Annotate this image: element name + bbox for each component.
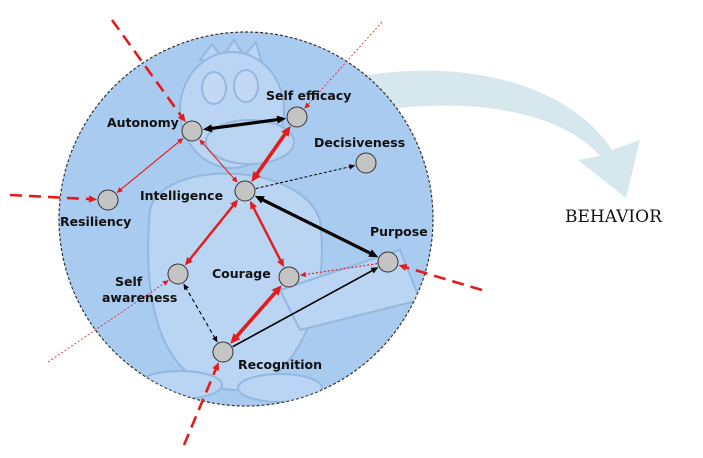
edge-autonomy-self_efficacy — [208, 117, 281, 131]
node-self-awareness — [167, 263, 189, 285]
external-input-autonomy — [110, 19, 184, 119]
external-arrowhead-self_efficacy — [304, 102, 311, 109]
edge-autonomy-intelligence — [201, 141, 236, 181]
external-input-resiliency — [9, 193, 93, 201]
label-resiliency: Resiliency — [60, 214, 131, 229]
label-courage: Courage — [212, 266, 271, 281]
arrowhead-intelligence — [254, 195, 265, 204]
external-input-purpose — [402, 265, 483, 292]
external-arrowhead-resiliency — [88, 195, 98, 203]
nodes — [97, 106, 399, 363]
edge-intelligence-self_awareness — [186, 202, 237, 263]
edge-purpose-courage — [303, 263, 378, 276]
edge-autonomy-resiliency — [118, 139, 182, 192]
node-decisiveness — [355, 152, 377, 174]
edge-courage-recognition — [232, 288, 280, 341]
label-purpose: Purpose — [370, 224, 428, 239]
edge-lines — [116, 115, 379, 348]
arrowhead-courage — [271, 285, 282, 296]
arrowhead-self_efficacy — [281, 126, 291, 137]
node-self-efficacy — [286, 106, 308, 128]
external-input-recognition — [182, 366, 219, 446]
arrowhead-self_awareness — [184, 256, 193, 266]
external-arrowhead-recognition — [212, 362, 219, 371]
arrowhead-decisiveness — [348, 164, 356, 170]
external-arrowhead-autonomy — [177, 113, 186, 123]
arrowhead-purpose — [370, 267, 379, 274]
arrowhead-autonomy — [177, 137, 184, 144]
arrowhead-recognition — [230, 333, 241, 344]
behavior-label: BEHAVIOR — [565, 207, 663, 227]
arrowhead-intelligence — [230, 199, 239, 209]
edge-intelligence-decisiveness — [255, 165, 352, 190]
node-resiliency — [97, 189, 119, 211]
arrowhead-self_efficacy — [276, 115, 287, 124]
arrowhead-autonomy — [202, 124, 213, 133]
arrowhead-courage — [277, 258, 284, 268]
main-circle — [58, 31, 434, 407]
node-recognition — [212, 341, 234, 363]
edge-recognition-purpose — [232, 268, 376, 348]
arrowhead-autonomy — [199, 139, 206, 146]
node-intelligence — [234, 180, 256, 202]
arrowhead-resiliency — [116, 187, 123, 194]
label-recognition: Recognition — [238, 357, 322, 372]
external-input-self_efficacy — [306, 21, 383, 107]
label-autonomy: Autonomy — [107, 115, 179, 130]
edge-intelligence-self_efficacy — [253, 129, 289, 179]
arrowhead-purpose — [368, 249, 379, 258]
arrowhead-recognition — [212, 335, 218, 343]
label-self-efficacy: Self efficacy — [266, 88, 351, 103]
node-autonomy — [181, 120, 203, 142]
arrowhead-intelligence — [251, 171, 261, 182]
label-intelligence: Intelligence — [140, 188, 223, 203]
node-purpose — [377, 251, 399, 273]
external-arrowhead-self_awareness — [162, 280, 169, 286]
edge-intelligence-courage — [251, 204, 283, 264]
node-courage — [278, 266, 300, 288]
node-labels: Autonomy Self efficacyDecisivenessIntelli… — [60, 88, 428, 372]
arrowhead-self_awareness — [183, 283, 189, 291]
external-input-lines — [9, 19, 483, 446]
edge-self_awareness-recognition — [184, 286, 217, 340]
label-decisiveness: Decisiveness — [314, 135, 405, 150]
mascot-watermark-image — [137, 38, 422, 403]
arrowhead-intelligence — [250, 200, 257, 210]
arrowhead-intelligence — [231, 176, 238, 183]
arrowhead-courage — [299, 271, 307, 278]
external-arrowhead-purpose — [398, 263, 408, 271]
edge-intelligence-purpose — [258, 196, 375, 257]
